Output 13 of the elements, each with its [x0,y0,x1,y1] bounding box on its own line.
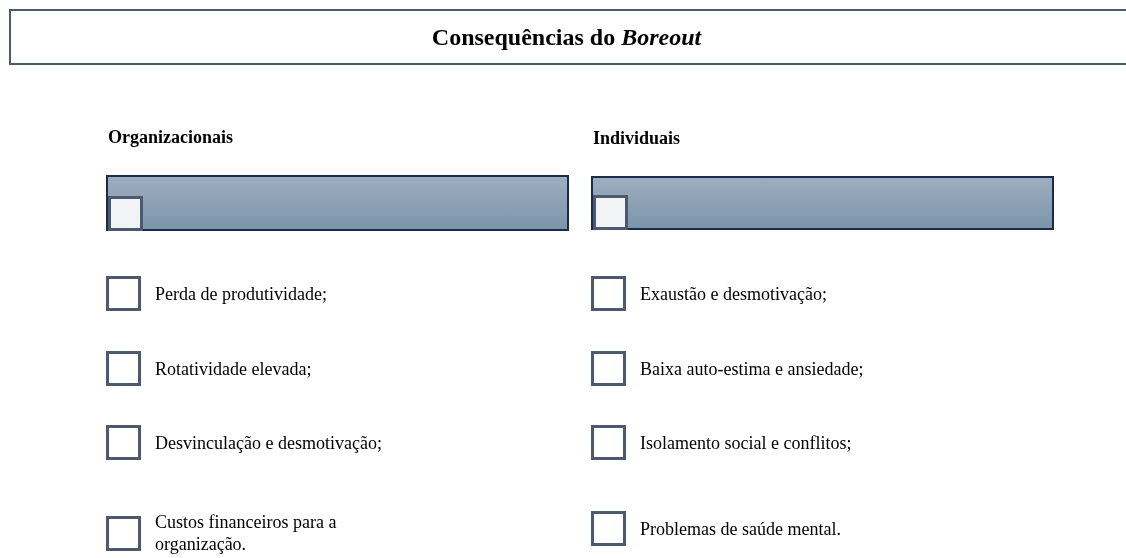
list-item-text: Custos financeiros para a organização. [155,511,338,555]
list-item-text: Exaustão e desmotivação; [640,282,828,305]
list-item-text: Baixa auto-estima e ansiedade; [640,357,865,380]
list-item-text: Desvinculação e desmotivação; [155,431,383,454]
list-item-text: Rotatividade elevada; [155,357,313,380]
list-item-text: Perda de produtividade; [155,282,328,305]
list-item-text: Problemas de saúde mental. [640,517,842,540]
list-item-text: Isolamento social e conflitos; [640,431,853,454]
square-marker [108,196,143,231]
column-heading: Individuais [593,128,681,149]
square-marker [593,195,628,230]
title: Consequências do Boreout [431,23,702,51]
column-heading: Organizacionais [108,127,233,148]
